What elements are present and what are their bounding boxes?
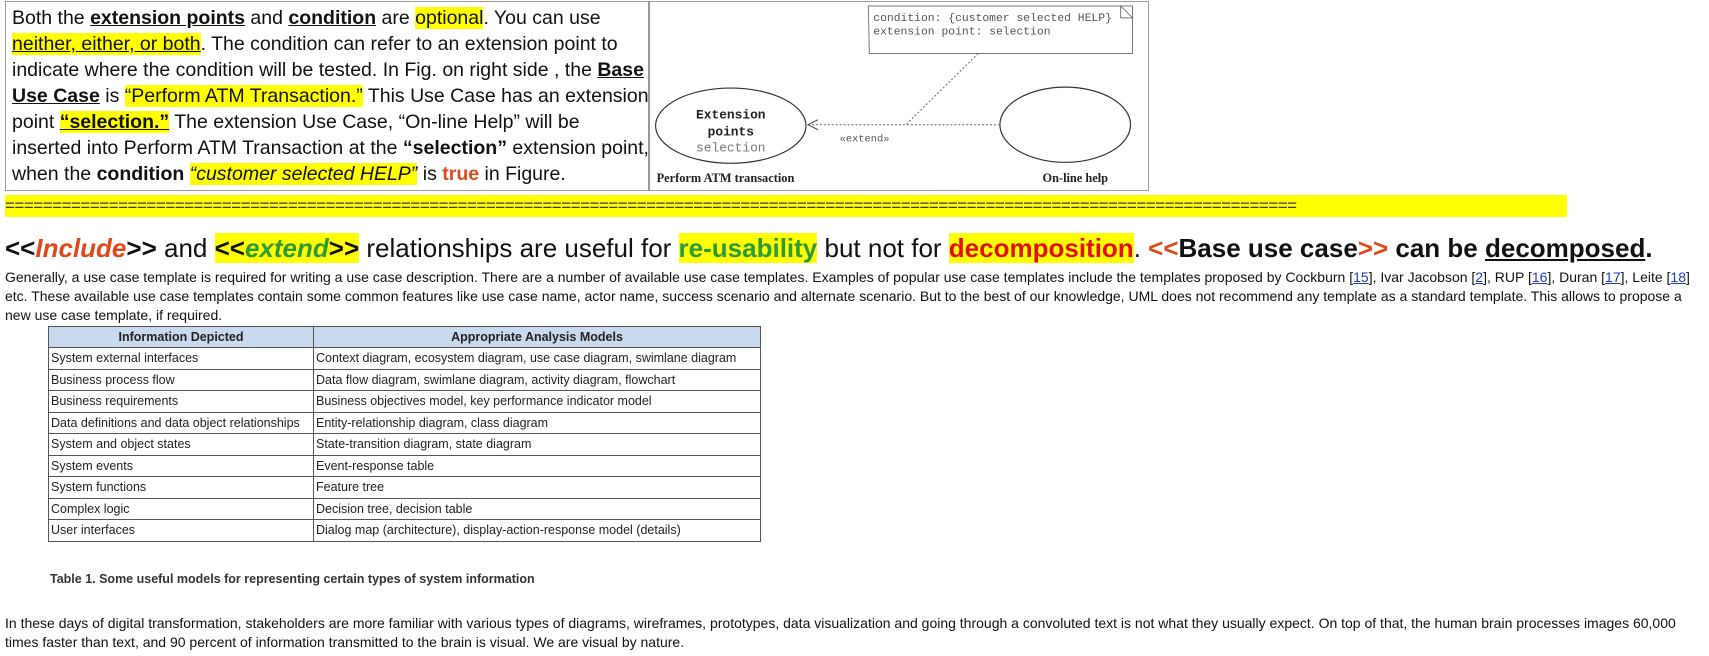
table-cell: Business objectives model, key performan… (313, 390, 761, 413)
intro-paragraph: Both the extension points and condition … (12, 7, 649, 185)
extension-points-label-2: points (708, 125, 754, 140)
ref-2-link[interactable]: 2 (1475, 269, 1484, 285)
separator-line: ========================================… (5, 195, 1567, 217)
table-cell: User interfaces (48, 519, 314, 542)
table-cell: System external interfaces (48, 347, 314, 370)
analysis-models-table: Information Depicted Appropriate Analysi… (48, 326, 761, 542)
extend-stereotype-label: «extend» (840, 134, 890, 146)
table-cell: Business requirements (48, 390, 314, 413)
header-models: Appropriate Analysis Models (313, 326, 761, 348)
note-anchor-line (905, 53, 979, 126)
table-cell: Entity-relationship diagram, class diagr… (313, 411, 761, 434)
note-line-1: condition: {customer selected HELP} (873, 13, 1112, 25)
table-cell: Feature tree (313, 476, 761, 499)
extend-arrow-head (806, 119, 819, 131)
table-cell: Dialog map (architecture), display-actio… (313, 519, 761, 542)
note-fold (1120, 4, 1134, 19)
relationships-heading: <<Include>> and <<extend>> relationships… (5, 233, 1653, 263)
ref-15-link[interactable]: 15 (1353, 269, 1369, 285)
online-help-use-case (999, 86, 1132, 163)
table-cell: Complex logic (48, 497, 314, 520)
condition-note (867, 5, 1134, 54)
table-cell: Event-response table (313, 454, 761, 477)
ref-17-link[interactable]: 17 (1605, 269, 1621, 285)
note-line-2: extension point: selection (873, 27, 1050, 39)
table-cell: Business process flow (48, 368, 314, 391)
extension-points-label-1: Extension (696, 108, 765, 123)
table-cell: Context diagram, ecosystem diagram, use … (313, 347, 761, 370)
intro-box (5, 1, 649, 191)
ref-16-link[interactable]: 16 (1531, 269, 1548, 285)
table-cell: Data flow diagram, swimlane diagram, act… (313, 368, 761, 391)
table-cell: System functions (48, 476, 314, 499)
online-help-label: On-line help (1042, 171, 1108, 185)
templates-paragraph: Generally, a use case template is requir… (5, 269, 1690, 323)
table-cell: Data definitions and data object relatio… (48, 411, 314, 434)
ref-18-link[interactable]: 18 (1670, 269, 1686, 285)
perform-atm-label: Perform ATM transaction (657, 171, 795, 185)
use-case-diagram: condition: {customer selected HELP} exte… (649, 1, 1149, 191)
table-cell: State-transition diagram, state diagram (313, 433, 761, 456)
table-cell: Decision tree, decision table (313, 497, 761, 520)
table-cell: System events (48, 454, 314, 477)
extension-point-selection: selection (696, 140, 765, 155)
table-row: Data definitions and data object relatio… (48, 411, 761, 434)
table-caption: Table 1. Some useful models for represen… (50, 572, 535, 586)
visual-nature-paragraph: In these days of digital transformation,… (5, 615, 1676, 650)
header-information: Information Depicted (48, 326, 314, 348)
table-cell: System and object states (48, 433, 314, 456)
table-header-row: Information Depicted Appropriate Analysi… (48, 326, 761, 348)
